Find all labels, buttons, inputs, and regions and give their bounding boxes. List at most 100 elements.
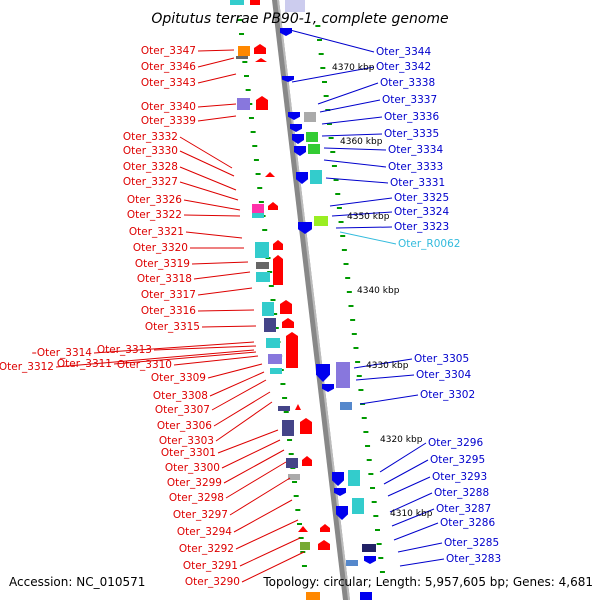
forward-gene-feature (300, 542, 310, 550)
forward-gene-label[interactable]: Oter_3326 (127, 194, 182, 206)
reverse-gene-label[interactable]: Oter_3293 (432, 471, 487, 483)
forward-gene-label[interactable]: Oter_3314 (37, 347, 92, 359)
reverse-gene-feature (334, 488, 346, 496)
reverse-gene-feature (285, 0, 305, 12)
forward-gene-label[interactable]: Oter_3299 (167, 477, 222, 489)
forward-gene-label[interactable]: Oter_3320 (133, 242, 188, 254)
forward-gene-label[interactable]: Oter_3322 (127, 209, 182, 221)
label-connector (179, 181, 239, 201)
forward-gene-label[interactable]: Oter_3298 (169, 492, 224, 504)
forward-gene-label[interactable]: Oter_3308 (153, 390, 208, 402)
forward-gene-feature (252, 213, 264, 218)
forward-gene-label[interactable]: Oter_3317 (141, 289, 196, 301)
label-connector (291, 66, 375, 83)
reverse-gene-label[interactable]: Oter_3323 (394, 221, 449, 233)
forward-gene-feature (306, 592, 320, 600)
label-connector (317, 82, 379, 105)
forward-gene-feature (298, 526, 308, 532)
forward-gene-feature (254, 44, 266, 54)
reverse-gene-label[interactable]: Oter_3344 (376, 46, 431, 58)
forward-gene-label[interactable]: Oter_3339 (141, 115, 196, 127)
forward-gene-feature (264, 318, 276, 332)
forward-gene-feature (268, 202, 278, 210)
forward-gene-label[interactable]: Oter_3347 (141, 45, 196, 57)
forward-gene-label[interactable]: Oter_3311 (57, 358, 112, 370)
forward-gene-label[interactable]: Oter_3332 (123, 131, 178, 143)
reverse-gene-label[interactable]: Oter_3295 (430, 454, 485, 466)
reverse-gene-label[interactable]: Oter_3337 (382, 94, 437, 106)
reverse-gene-feature (292, 134, 304, 144)
forward-gene-label[interactable]: Oter_3319 (135, 258, 190, 270)
forward-gene-label[interactable]: Oter_3316 (141, 305, 196, 317)
reverse-gene-label[interactable]: Oter_3324 (394, 206, 449, 218)
forward-gene-label[interactable]: Oter_3318 (137, 273, 192, 285)
forward-gene-label[interactable]: Oter_3343 (141, 77, 196, 89)
map-title: Opitutus terrae PB90-1, complete genome (151, 11, 448, 27)
forward-gene-label[interactable]: Oter_3300 (165, 462, 220, 474)
reverse-gene-label[interactable]: Oter_3286 (440, 517, 495, 529)
accession-label: Accession: NC_010571 (9, 575, 145, 589)
forward-gene-label[interactable]: Oter_3291 (183, 560, 238, 572)
label-connector (185, 231, 243, 239)
forward-gene-label[interactable]: Oter_3294 (177, 526, 232, 538)
forward-gene-label[interactable]: Oter_3297 (173, 509, 228, 521)
reverse-gene-label[interactable]: Oter_3334 (388, 144, 443, 156)
reverse-gene-feature (348, 470, 360, 486)
reverse-gene-label[interactable]: Oter_3333 (388, 161, 443, 173)
forward-gene-label[interactable]: Oter_3330 (123, 145, 178, 157)
forward-gene-feature (302, 456, 312, 466)
label-connector (229, 477, 291, 516)
forward-gene-label[interactable]: Oter_3321 (129, 226, 184, 238)
label-connector (209, 371, 265, 397)
label-connector (397, 542, 443, 553)
reverse-gene-feature (298, 222, 312, 234)
reverse-gene-label[interactable]: Oter_3304 (416, 369, 471, 381)
reverse-gene-label[interactable]: Oter_3335 (384, 128, 439, 140)
reverse-gene-label[interactable]: Oter_3302 (420, 389, 475, 401)
reverse-gene-label[interactable]: Oter_3338 (380, 77, 435, 89)
reverse-gene-label[interactable]: Oter_3287 (436, 503, 491, 515)
label-connector (393, 522, 439, 541)
label-connector (191, 261, 249, 265)
label-connector (379, 442, 427, 473)
forward-gene-label[interactable]: Oter_3340 (141, 101, 196, 113)
forward-gene-label[interactable]: Oter_3290 (185, 576, 240, 588)
label-connector (289, 29, 375, 53)
gene-features (230, 0, 376, 600)
reverse-gene-label[interactable]: Oter_3288 (434, 487, 489, 499)
label-connector (233, 499, 293, 533)
label-connector (183, 199, 241, 211)
forward-gene-label[interactable]: Oter_3328 (123, 161, 178, 173)
reverse-gene-label[interactable]: Oter_3325 (394, 192, 449, 204)
forward-gene-label[interactable]: Oter_3312 (0, 361, 54, 373)
reverse-gene-label[interactable]: Oter_3305 (414, 353, 469, 365)
forward-gene-label[interactable]: Oter_3306 (157, 420, 212, 432)
reverse-gene-feature (360, 592, 372, 600)
label-connector (197, 309, 255, 312)
reverse-gene-label[interactable]: Oter_3296 (428, 437, 483, 449)
reverse-gene-label[interactable]: Oter_3336 (384, 111, 439, 123)
forward-gene-label[interactable]: Oter_3327 (123, 176, 178, 188)
forward-gene-label[interactable]: Oter_3303 (159, 435, 214, 447)
reverse-gene-label[interactable]: Oter_3342 (376, 61, 431, 73)
forward-gene-label[interactable]: Oter_3310 (117, 359, 172, 371)
reverse-gene-label[interactable]: Oter_3283 (446, 553, 501, 565)
reverse-gene-feature (336, 506, 348, 520)
label-connectors (32, 29, 445, 583)
forward-gene-label[interactable]: Oter_3307 (155, 404, 210, 416)
forward-gene-label[interactable]: Oter_3313 (97, 344, 152, 356)
reverse-gene-feature (304, 112, 316, 122)
reverse-gene-label[interactable]: Oter_3331 (390, 177, 445, 189)
forward-gene-label[interactable]: Oter_3309 (151, 372, 206, 384)
forward-gene-label[interactable]: Oter_3315 (145, 321, 200, 333)
forward-gene-feature (230, 0, 244, 5)
label-connector (55, 349, 255, 368)
label-connector (197, 73, 237, 84)
forward-gene-label[interactable]: Oter_3346 (141, 61, 196, 73)
forward-gene-label[interactable]: Oter_3292 (179, 543, 234, 555)
reverse-gene-label[interactable]: Oter_3285 (444, 537, 499, 549)
rna-gene-label[interactable]: Oter_R0062 (398, 238, 460, 250)
scale-label: 4340 kbp (357, 286, 400, 296)
label-connector (235, 519, 299, 550)
forward-gene-label[interactable]: Oter_3301 (161, 447, 216, 459)
